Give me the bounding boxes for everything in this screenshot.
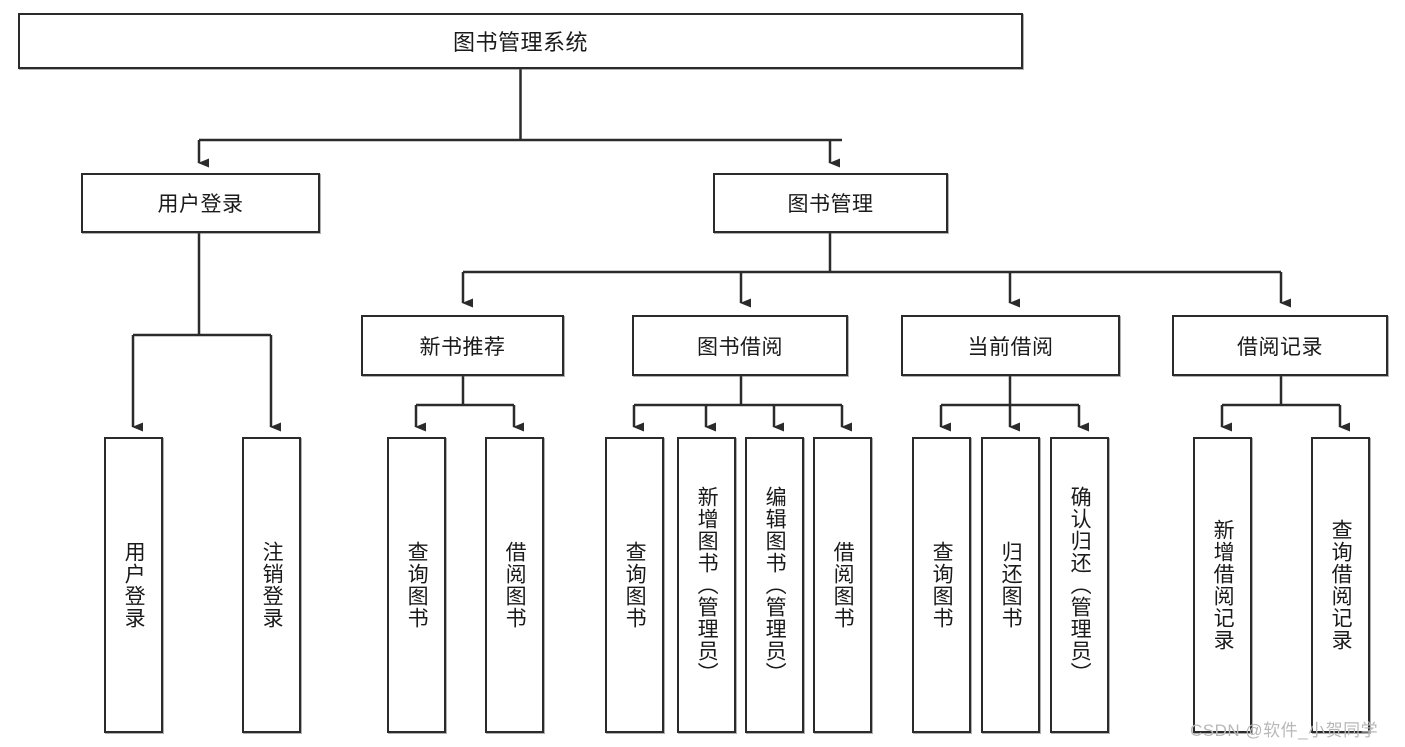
leaf-current-return-book[interactable]: 归还图书	[981, 437, 1040, 733]
leaf-current-query-book[interactable]: 查询图书	[912, 437, 971, 733]
node-label: 查询图书	[623, 541, 647, 629]
node-label: 当前借阅	[967, 335, 1054, 359]
leaf-current-confirm-return-admin[interactable]: 确认归还（管理员）	[1050, 437, 1109, 733]
leaf-borrow-add-book-admin[interactable]: 新增图书（管理员）	[677, 437, 736, 733]
node-label: 查询图书	[405, 541, 429, 629]
leaf-newbook-borrow-book[interactable]: 借阅图书	[485, 437, 544, 733]
node-current-borrow[interactable]: 当前借阅	[901, 315, 1120, 376]
leaf-user-login[interactable]: 用户登录	[104, 437, 163, 733]
leaf-borrow-edit-book-admin[interactable]: 编辑图书（管理员）	[745, 437, 804, 733]
node-label: 图书借阅	[697, 335, 783, 359]
node-label: 编辑图书（管理员）	[763, 486, 787, 684]
node-label: 新增借阅记录	[1211, 519, 1235, 651]
node-label: 注销登录	[260, 541, 284, 629]
leaf-logout[interactable]: 注销登录	[242, 437, 301, 733]
node-label: 图书管理	[787, 193, 874, 216]
leaf-borrow-query-book[interactable]: 查询图书	[605, 437, 664, 733]
node-book-borrow[interactable]: 图书借阅	[632, 315, 848, 376]
node-label: 借阅记录	[1237, 335, 1323, 359]
node-root-system[interactable]: 图书管理系统	[18, 13, 1023, 69]
node-label: 查询图书	[930, 541, 954, 629]
node-book-management[interactable]: 图书管理	[713, 173, 948, 233]
node-label: 归还图书	[999, 541, 1023, 629]
node-user-login[interactable]: 用户登录	[81, 173, 320, 233]
node-label: 新书推荐	[419, 335, 506, 359]
leaf-record-add-borrow-record[interactable]: 新增借阅记录	[1193, 437, 1252, 733]
node-label: 图书管理系统	[452, 30, 588, 55]
node-label: 借阅图书	[503, 541, 527, 629]
node-label: 用户登录	[157, 193, 244, 216]
leaf-newbook-query-book[interactable]: 查询图书	[387, 437, 446, 733]
watermark-text: CSDN @软件_小贺同学	[1190, 721, 1379, 740]
node-label: 借阅图书	[831, 541, 855, 629]
node-label: 查询借阅记录	[1329, 519, 1353, 651]
node-borrow-record[interactable]: 借阅记录	[1172, 315, 1388, 376]
node-label: 用户登录	[122, 541, 146, 629]
node-new-book-recommend[interactable]: 新书推荐	[361, 315, 564, 376]
leaf-borrow-borrow-book[interactable]: 借阅图书	[813, 437, 872, 733]
node-label: 新增图书（管理员）	[695, 486, 719, 684]
leaf-record-query-borrow-record[interactable]: 查询借阅记录	[1311, 437, 1370, 733]
node-label: 确认归还（管理员）	[1068, 486, 1092, 684]
